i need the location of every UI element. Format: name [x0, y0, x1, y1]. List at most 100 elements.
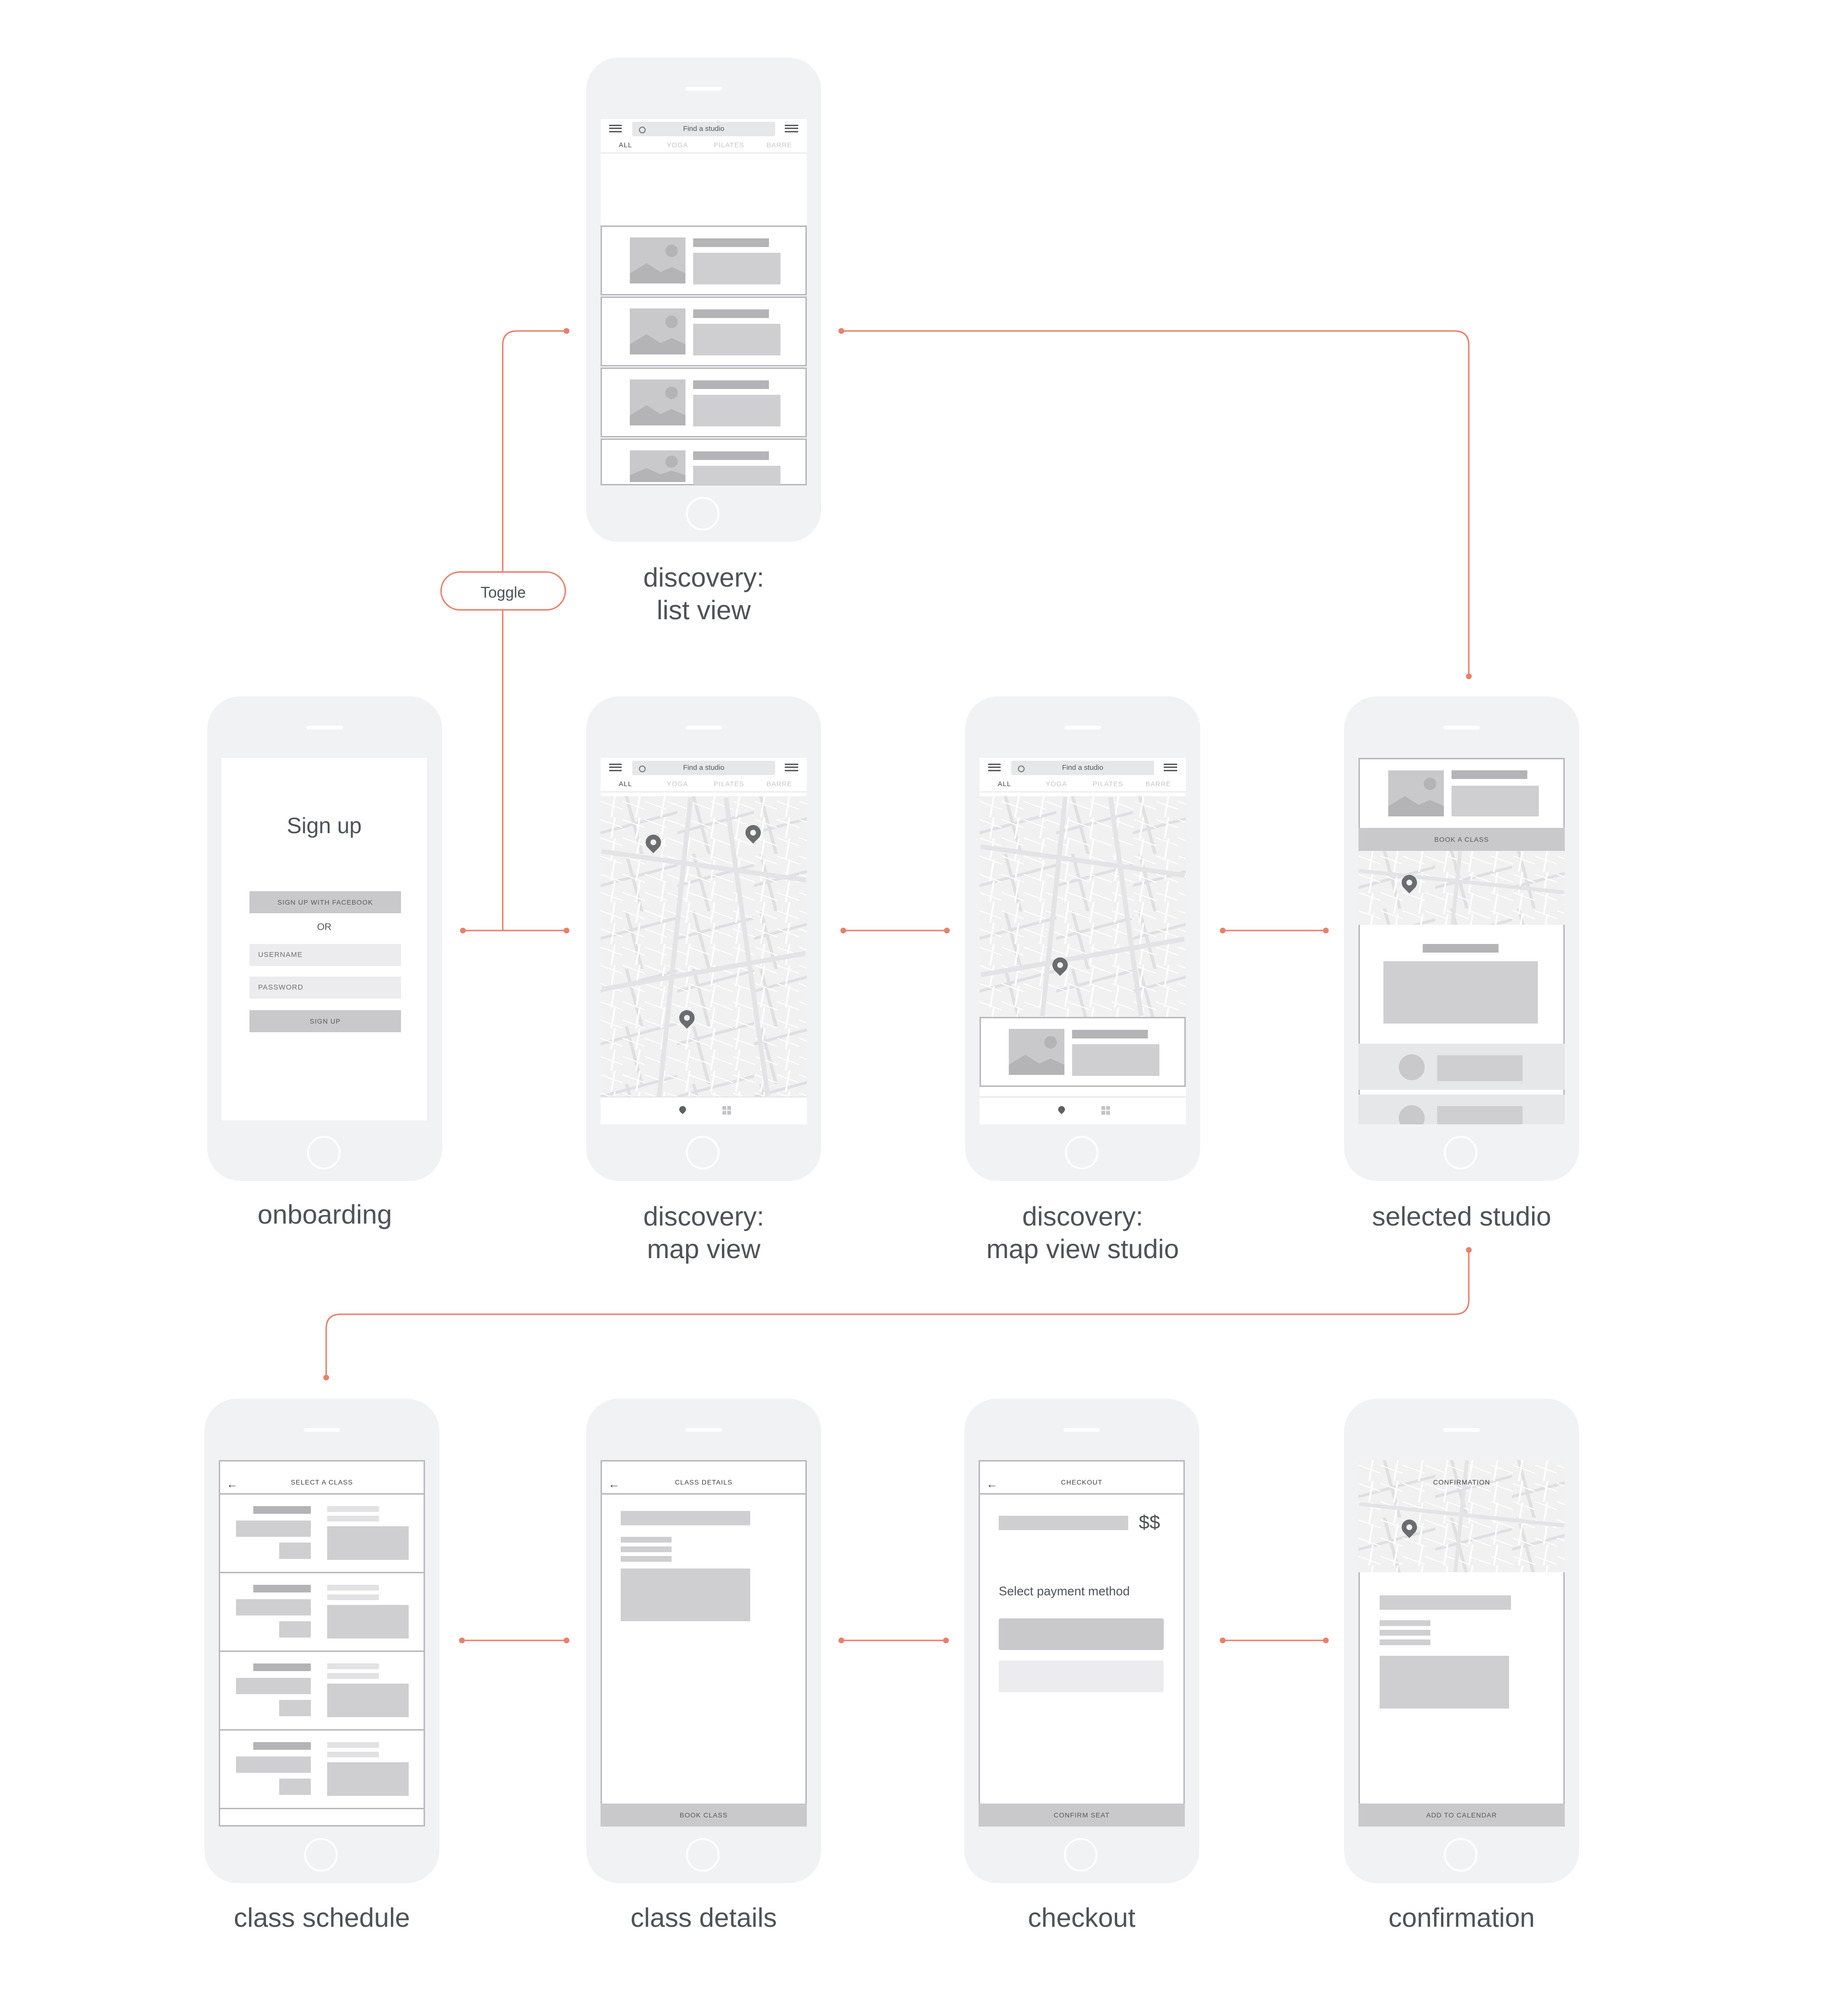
page-title: Sign up [286, 813, 362, 838]
tab-pilates[interactable]: PILATES [714, 141, 744, 149]
title-placeholder [1072, 1030, 1148, 1038]
caption-line: map view [647, 1234, 761, 1264]
payment-method-label: Select payment method [999, 1584, 1130, 1598]
text-placeholder [693, 395, 780, 426]
payment-option-secondary[interactable] [999, 1661, 1164, 1692]
tab-yoga[interactable]: YOGA [667, 141, 688, 149]
text-placeholder [693, 253, 780, 284]
map-pin-icon[interactable] [1057, 1105, 1066, 1114]
map-pin-icon[interactable] [676, 1007, 698, 1029]
list-item[interactable] [601, 438, 807, 485]
text-placeholder [327, 1506, 379, 1512]
screen-selected-studio: BOOK A CLASS [1358, 758, 1565, 1124]
map-area[interactable] [1358, 851, 1565, 925]
map-area[interactable] [980, 796, 1186, 1017]
screen-discovery-map-studio: Find a studio ALL YOGA PILATES BARRE [980, 758, 1186, 1124]
studio-preview-card[interactable] [980, 1017, 1186, 1087]
caption-discovery-map-studio: discovery: map view studio [915, 1200, 1251, 1265]
tab-divider [980, 791, 1186, 792]
text-placeholder [621, 1537, 672, 1543]
filter-icon[interactable] [785, 764, 798, 771]
list-item[interactable] [601, 225, 807, 295]
bottom-nav [601, 1096, 807, 1124]
payment-option-primary[interactable] [999, 1618, 1164, 1650]
list-item[interactable] [601, 367, 807, 437]
table-row[interactable] [219, 1495, 425, 1573]
list-item[interactable] [601, 296, 807, 366]
filter-icon[interactable] [1164, 764, 1177, 771]
screen-class-details: ← CLASS DETAILS BOOK CLASS [601, 1460, 807, 1827]
tab-yoga[interactable]: YOGA [667, 780, 688, 788]
map-area[interactable] [601, 796, 807, 1097]
map-pin-icon[interactable] [1398, 1516, 1420, 1538]
bottom-nav [980, 1096, 1186, 1124]
home-button [1444, 1838, 1477, 1872]
confirm-seat-button[interactable]: CONFIRM SEAT [979, 1804, 1185, 1827]
table-row[interactable] [219, 1573, 425, 1652]
or-divider: OR [317, 922, 331, 932]
caption-line: checkout [1027, 1902, 1136, 1933]
book-class-button[interactable]: BOOK A CLASS [1358, 828, 1565, 851]
title-placeholder [693, 238, 769, 247]
phone-speaker [685, 87, 722, 91]
phone-speaker [304, 1428, 340, 1432]
search-input[interactable]: Find a studio [632, 122, 775, 136]
filter-icon[interactable] [785, 125, 798, 132]
description-placeholder [1383, 961, 1538, 1024]
map-area[interactable] [1358, 1460, 1565, 1572]
tab-barre[interactable]: BARRE [767, 780, 792, 788]
phone-onboarding: Sign up SIGN UP WITH FACEBOOK OR USERNAM… [207, 696, 442, 1181]
tab-all[interactable]: ALL [619, 780, 632, 788]
home-button [1065, 1136, 1098, 1169]
tab-all[interactable]: ALL [619, 141, 632, 149]
top-bar: Find a studio [601, 119, 807, 138]
caption-onboarding: onboarding [157, 1198, 493, 1231]
phone-speaker [307, 726, 343, 730]
book-class-button[interactable]: BOOK CLASS [601, 1804, 807, 1827]
phone-speaker [1064, 726, 1101, 730]
map-pin-icon[interactable] [642, 831, 664, 853]
search-input[interactable]: Find a studio [632, 761, 775, 775]
home-button [1064, 1838, 1098, 1872]
table-row[interactable] [219, 1652, 425, 1731]
menu-icon[interactable] [609, 125, 622, 132]
header-title: CHECKOUT [1061, 1478, 1103, 1486]
phone-discovery-map-studio: Find a studio ALL YOGA PILATES BARRE [965, 696, 1200, 1181]
caption-discovery-list: discovery: list view [536, 561, 872, 626]
image-placeholder-icon [630, 237, 685, 283]
screen-header: ← SELECT A CLASS [219, 1460, 425, 1495]
add-to-calendar-button[interactable]: ADD TO CALENDAR [1358, 1804, 1565, 1827]
menu-icon[interactable] [988, 764, 1001, 771]
menu-icon[interactable] [609, 764, 622, 771]
facebook-signup-button[interactable]: SIGN UP WITH FACEBOOK [249, 891, 401, 913]
home-button [686, 1136, 720, 1169]
image-placeholder-icon [630, 308, 685, 354]
screen-header: ← CLASS DETAILS [601, 1460, 807, 1495]
search-input[interactable]: Find a studio [1011, 761, 1154, 775]
tab-yoga[interactable]: YOGA [1046, 780, 1067, 788]
list-item[interactable] [1358, 1095, 1565, 1124]
avatar-icon [1399, 1105, 1425, 1124]
tab-barre[interactable]: BARRE [767, 141, 792, 149]
caption-line: discovery: [1022, 1201, 1144, 1231]
tab-pilates[interactable]: PILATES [1093, 780, 1123, 788]
title-placeholder [693, 451, 769, 460]
header-title: CLASS DETAILS [674, 1478, 733, 1486]
table-row[interactable] [219, 1731, 425, 1809]
password-field[interactable]: PASSWORD [249, 977, 401, 999]
tab-all[interactable]: ALL [998, 780, 1011, 788]
text-placeholder [693, 324, 780, 355]
phone-discovery-map: Find a studio ALL YOGA PILATES BARRE [586, 696, 821, 1181]
description-placeholder [621, 1568, 750, 1621]
title-placeholder [1423, 944, 1499, 953]
tab-pilates[interactable]: PILATES [714, 780, 744, 788]
tab-barre[interactable]: BARRE [1145, 780, 1171, 788]
map-pin-icon[interactable] [678, 1105, 687, 1114]
username-field[interactable]: USERNAME [249, 944, 401, 966]
search-icon [639, 766, 646, 772]
grid-icon[interactable] [722, 1106, 731, 1115]
map-pin-icon[interactable] [742, 822, 764, 844]
signup-button[interactable]: SIGN UP [249, 1010, 401, 1032]
grid-icon[interactable] [1101, 1106, 1110, 1115]
list-item[interactable] [1358, 1044, 1565, 1090]
